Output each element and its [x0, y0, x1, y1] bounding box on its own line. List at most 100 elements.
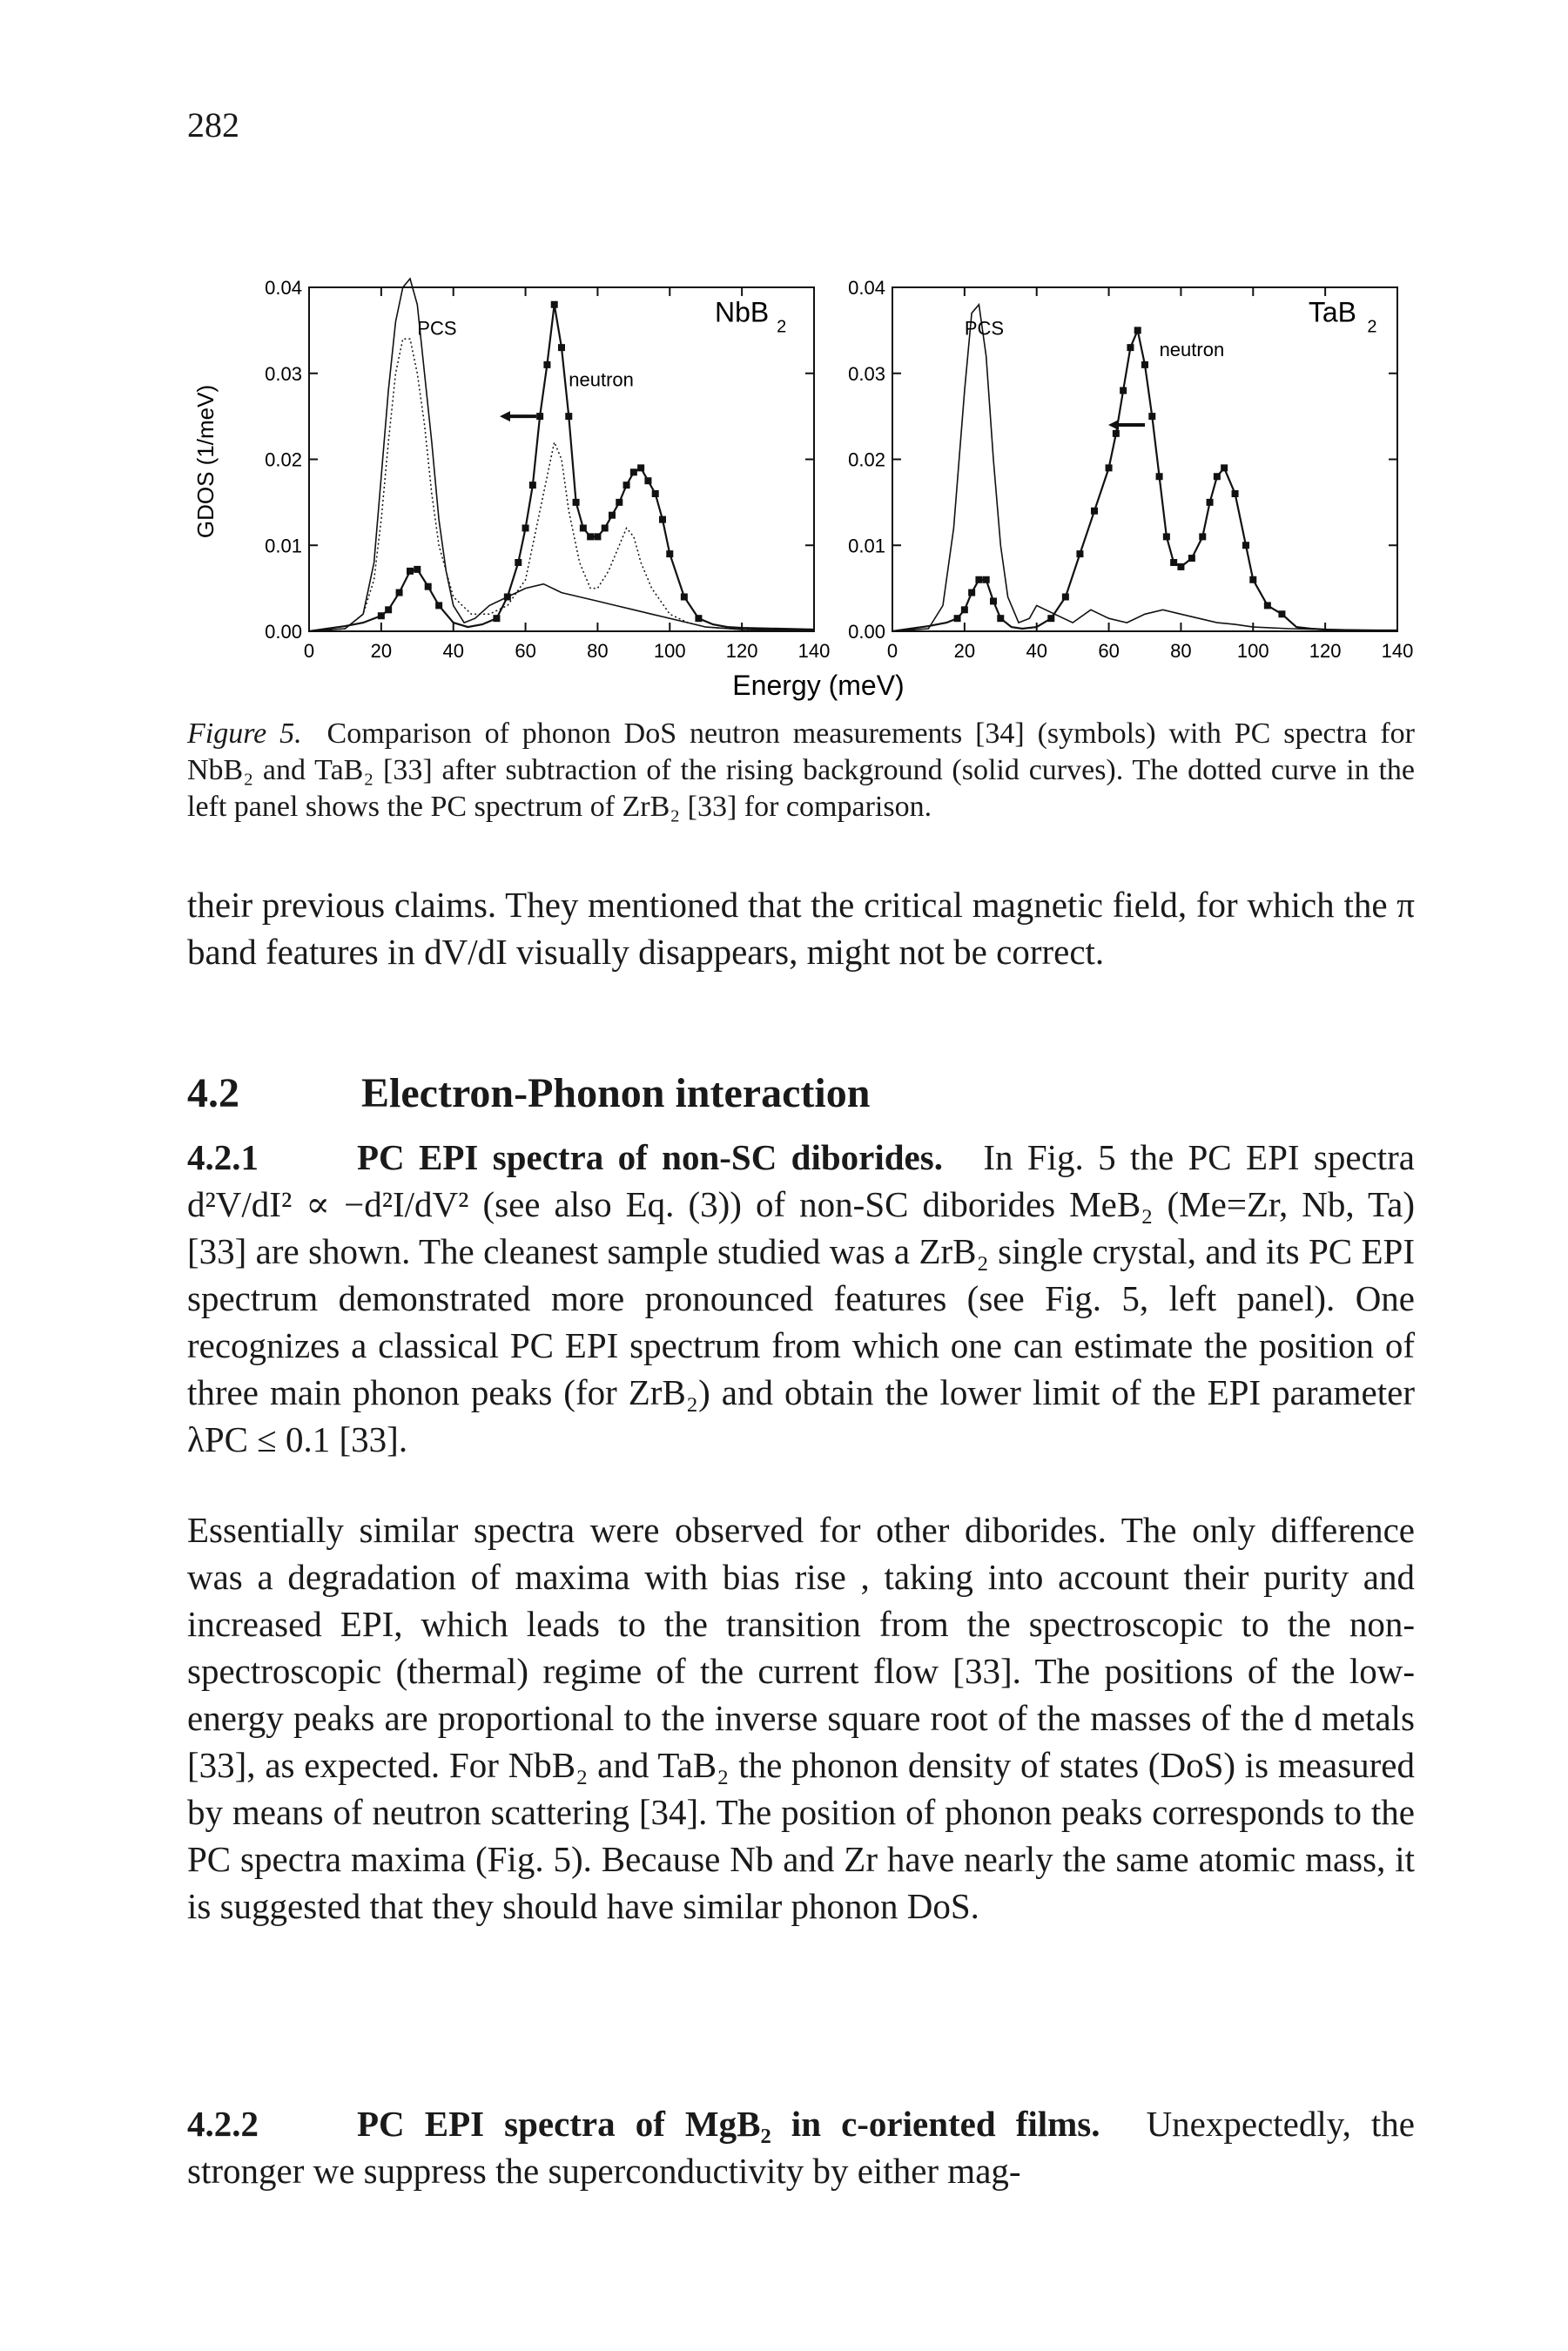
neutron-data-point: [609, 511, 616, 519]
x-axis-label: Energy (meV): [732, 670, 904, 701]
y-tick-label: 0.03: [848, 363, 885, 385]
series-neutron-line: [892, 327, 1397, 633]
x-tick-label: 100: [654, 640, 686, 662]
neutron-data-point: [1127, 344, 1134, 352]
neutron-data-point: [659, 515, 666, 523]
neutron-data-point: [1112, 429, 1120, 437]
neutron-data-point: [1162, 533, 1170, 541]
subsection-heading-2: 4.2.2 PC EPI spectra of MgB₂ in c-oriente…: [187, 2104, 1100, 2144]
x-tick-label: 120: [1309, 640, 1342, 662]
neutron-data-point: [435, 602, 443, 610]
caption-label: Figure 5.: [187, 717, 302, 750]
neutron-data-point: [558, 344, 565, 352]
neutron-data-point: [680, 593, 688, 601]
neutron-data-point: [528, 482, 536, 489]
y-tick-label: 0.01: [848, 535, 885, 556]
y-axis-label: GDOS (1/meV): [192, 385, 219, 538]
x-tick-label: 40: [1026, 640, 1046, 662]
panel-title-1: NbB: [715, 297, 769, 328]
x-tick-label: 20: [954, 640, 975, 662]
neutron-data-point: [1047, 615, 1055, 623]
subsection-4-2-2: 4.2.2 PC EPI spectra of MgB₂ in c-oriente…: [187, 2100, 1415, 2194]
neutron-data-point: [536, 413, 544, 421]
x-tick-label: 120: [726, 640, 758, 662]
neutron-label: neutron: [1160, 339, 1225, 360]
x-tick-label: 0: [304, 640, 314, 662]
x-tick-label: 80: [587, 640, 608, 662]
series-neutron-line: [308, 304, 815, 633]
x-tick-label: 0: [887, 640, 898, 662]
y-tick-label: 0.01: [265, 535, 302, 556]
neutron-data-point: [960, 606, 968, 614]
neutron-data-point: [629, 468, 637, 476]
x-tick-label: 80: [1170, 640, 1191, 662]
neutron-data-point: [377, 612, 385, 620]
neutron-data-point: [1242, 542, 1249, 549]
neutron-data-point: [515, 559, 522, 566]
x-tick-label: 140: [798, 640, 831, 662]
neutron-data-point: [414, 565, 421, 573]
x-tick-label: 100: [1237, 640, 1269, 662]
panel-title-subscript-2: 2: [1367, 318, 1376, 337]
neutron-data-point: [565, 413, 573, 421]
neutron-data-point: [644, 477, 652, 485]
subsection-number-2: 4.2.2: [187, 2104, 259, 2144]
series-pcs-line: [308, 277, 815, 632]
neutron-data-point: [975, 576, 983, 583]
neutron-data-point: [1231, 490, 1239, 497]
neutron-data-point: [395, 589, 403, 596]
panel-title-2: TaB: [1309, 297, 1356, 328]
neutron-data-point: [1263, 602, 1271, 610]
neutron-data-point: [1249, 576, 1257, 583]
neutron-label: neutron: [569, 369, 634, 391]
neutron-data-point: [1148, 413, 1156, 421]
section-title: Electron-Phonon interaction: [361, 1070, 871, 1116]
neutron-data-point: [1076, 550, 1084, 558]
neutron-data-point: [522, 524, 529, 532]
neutron-data-point: [695, 615, 703, 623]
neutron-data-point: [622, 482, 630, 489]
y-tick-label: 0.04: [848, 277, 885, 299]
paragraph-similar-spectra: Essentially similar spectra were observe…: [187, 1510, 1415, 1926]
series-zrb2-pc-spectrum-line: [308, 338, 815, 632]
neutron-data-point: [1091, 507, 1098, 515]
neutron-data-point: [424, 583, 432, 590]
subsection-number: 4.2.1: [187, 1137, 259, 1177]
section-heading: 4.2 Electron-Phonon interaction: [187, 1069, 870, 1117]
neutron-data-point: [1213, 473, 1221, 481]
neutron-data-point: [616, 498, 623, 506]
neutron-data-point: [587, 533, 595, 541]
figure-caption: Figure 5. Comparison of phonon DoS neutr…: [187, 716, 1415, 825]
pcs-label: PCS: [965, 317, 1004, 339]
neutron-data-point: [666, 550, 674, 558]
paragraph-epi-spectra: In Fig. 5 the PC EPI spectra d²V/dI² ∝ −…: [187, 1137, 1415, 1459]
neutron-data-point: [1278, 610, 1286, 618]
shift-arrow-head: [500, 411, 510, 422]
neutron-data-point: [594, 533, 602, 541]
neutron-data-point: [1061, 593, 1069, 601]
neutron-data-point: [1134, 327, 1141, 334]
x-tick-label: 20: [371, 640, 392, 662]
x-tick-label: 140: [1382, 640, 1414, 662]
neutron-data-point: [953, 615, 961, 623]
x-tick-label: 60: [1098, 640, 1119, 662]
neutron-data-point: [572, 498, 580, 506]
subsection-title-2: PC EPI spectra of MgB₂ in c-oriented fil…: [357, 2104, 1100, 2144]
neutron-data-point: [579, 524, 587, 532]
section-number: 4.2: [187, 1070, 239, 1116]
panel-frame-1: [308, 286, 815, 632]
neutron-data-point: [601, 524, 609, 532]
y-tick-label: 0.00: [265, 621, 302, 643]
panel-title-subscript-1: 2: [777, 318, 786, 337]
neutron-data-point: [637, 464, 645, 472]
neutron-data-point: [1105, 464, 1113, 472]
neutron-data-point: [997, 615, 1005, 623]
neutron-data-point: [1177, 562, 1185, 570]
neutron-data-point: [990, 597, 997, 605]
pcs-label: PCS: [417, 317, 456, 339]
neutron-data-point: [1155, 473, 1163, 481]
neutron-data-point: [1170, 559, 1178, 566]
neutron-data-point: [651, 490, 659, 497]
